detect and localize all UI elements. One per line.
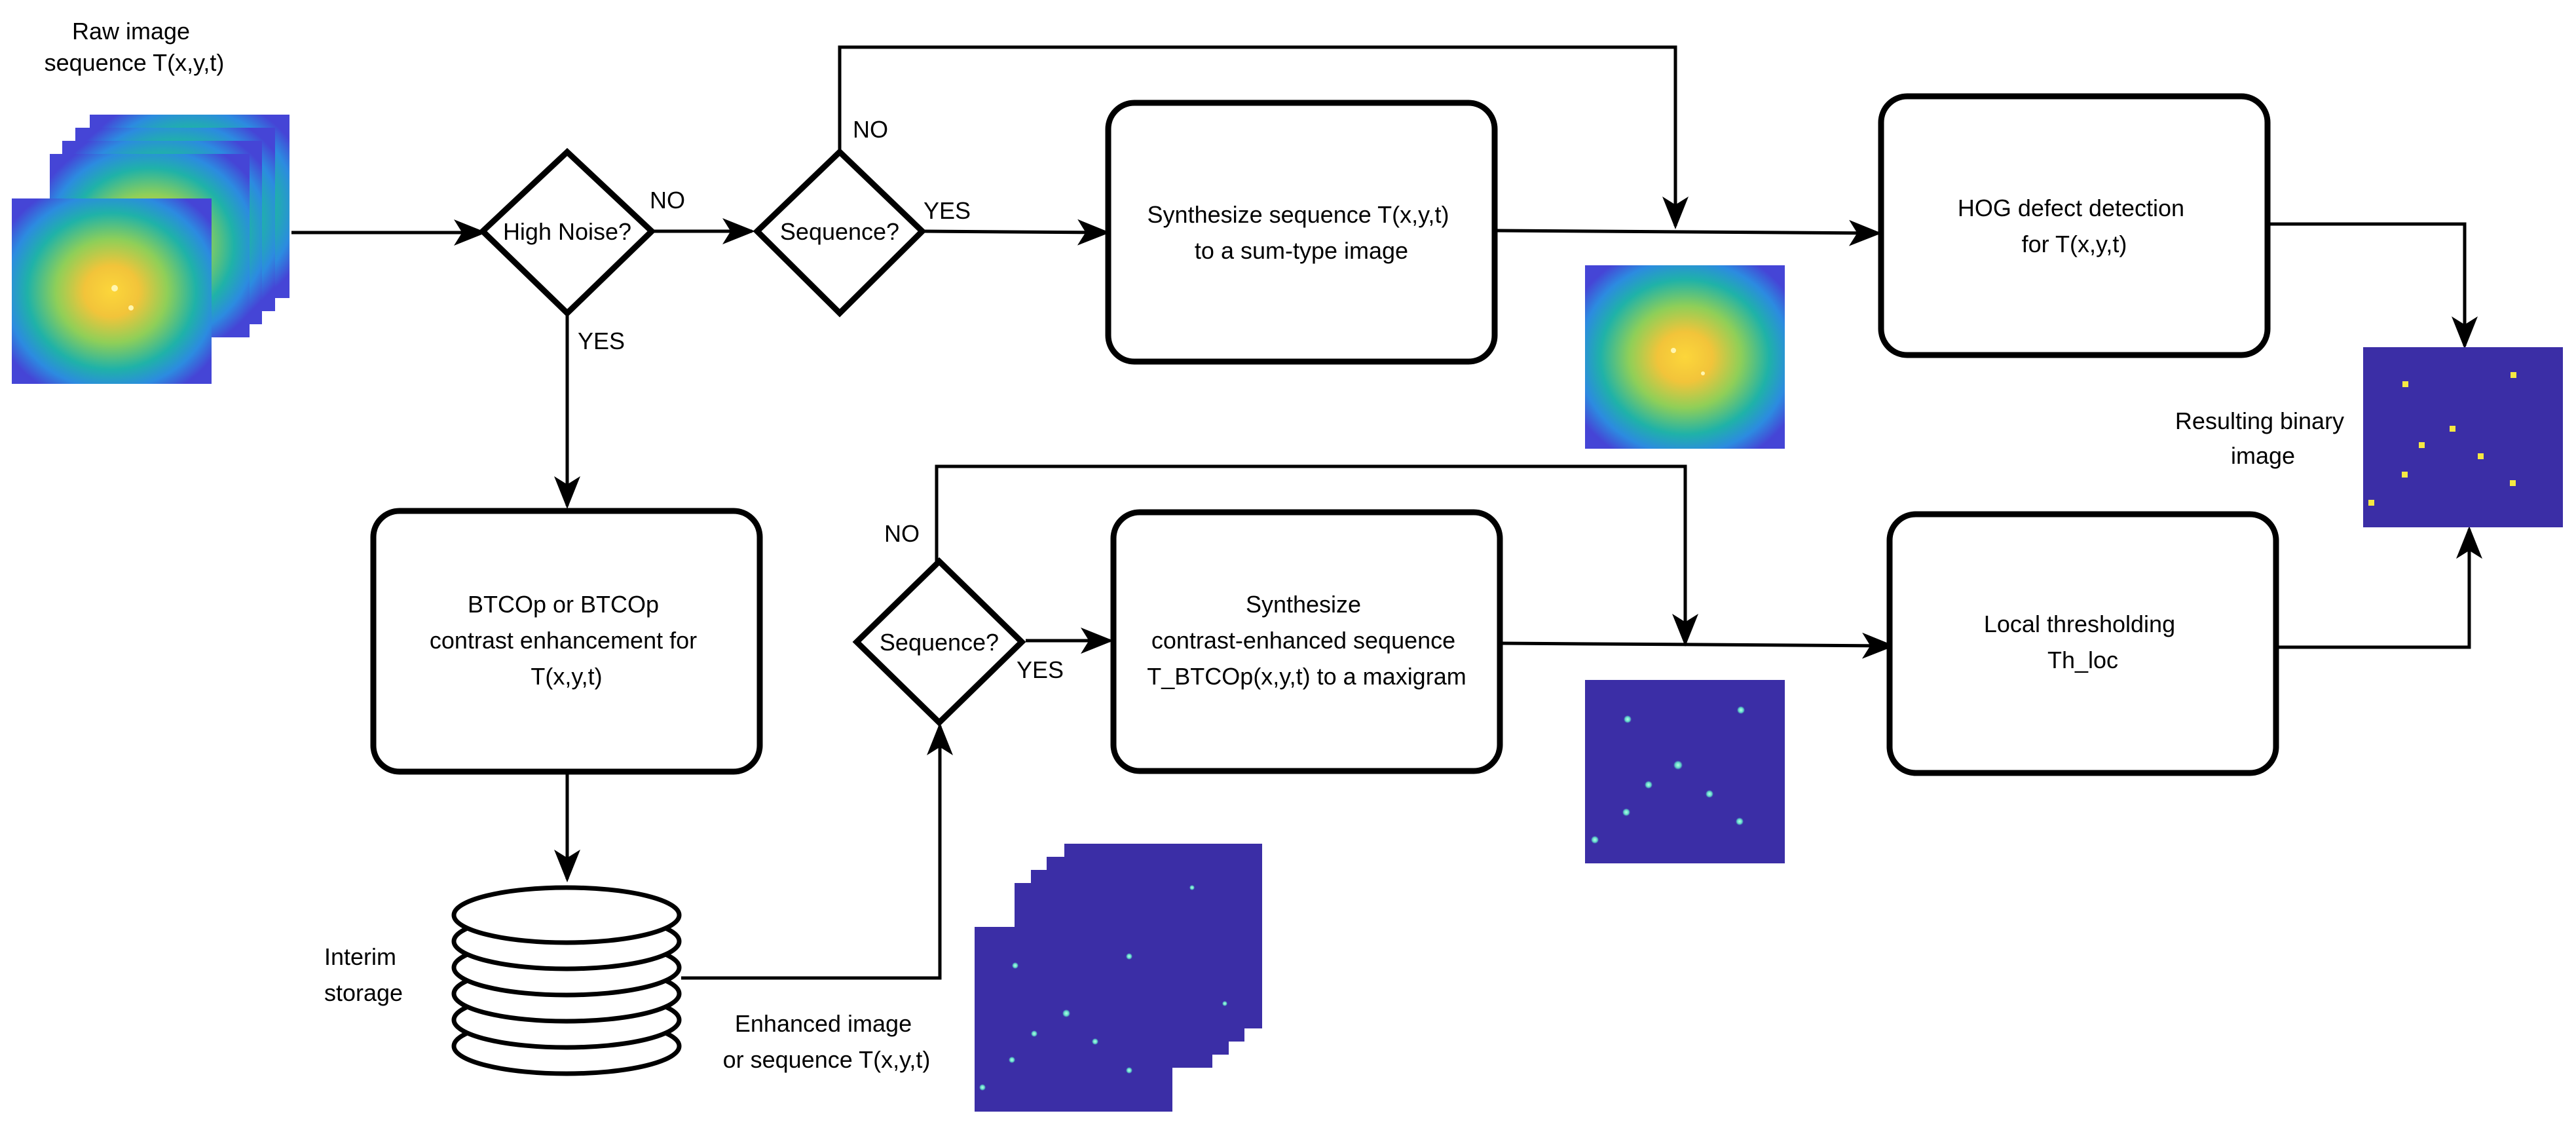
sum-type-image <box>1585 265 1785 449</box>
edge-sequence-bottom-no-bypass <box>935 464 1698 647</box>
result-binary-image <box>2363 347 2563 527</box>
synthesize-maxigram-box <box>1110 509 1503 774</box>
high-noise-no-label: NO <box>650 187 685 214</box>
high-noise-label: High Noise? <box>503 218 631 245</box>
high-noise-diamond <box>478 147 656 318</box>
edge-threshold-to-result <box>2277 526 2482 649</box>
synthesize-maxigram-label: Synthesize contrast-enhanced sequence T_… <box>1147 591 1466 690</box>
sequence-bottom-no-label: NO <box>884 520 920 547</box>
sequence-top-yes-label: YES <box>924 197 971 224</box>
edge-sequence-yes <box>922 219 1110 246</box>
edges <box>291 45 2482 980</box>
raw-image-label: Raw image sequence T(x,y,t) <box>45 18 225 76</box>
sequence-top-diamond <box>753 147 927 318</box>
maxigram-image <box>1585 680 1785 863</box>
edge-storage-to-sequence <box>681 723 953 980</box>
synthesize-sum-label: Synthesize sequence T(x,y,t) to a sum-ty… <box>1148 201 1456 264</box>
sequence-top-label: Sequence? <box>780 218 899 245</box>
high-noise-yes-label: YES <box>578 328 625 354</box>
interim-storage-icon <box>451 885 682 1076</box>
sequence-bottom-label: Sequence? <box>880 629 999 656</box>
result-label: Resulting binary image <box>2175 407 2351 469</box>
edge-sum-to-hog <box>1495 219 1882 246</box>
enhanced-image-stack <box>975 844 1262 1112</box>
synthesize-sum-box <box>1105 100 1498 365</box>
local-threshold-label: Local thresholding Th_loc <box>1984 611 2182 673</box>
raw-frame <box>12 198 212 384</box>
enhanced-label: Enhanced image or sequence T(x,y,t) <box>723 1010 931 1073</box>
edge-hog-to-result <box>2268 222 2478 349</box>
sequence-top-no-label: NO <box>853 116 888 143</box>
hog-detection-box <box>1878 93 2271 358</box>
edge-maxigram-to-threshold <box>1499 632 1895 659</box>
sequence-bottom-yes-label: YES <box>1017 656 1064 683</box>
hog-detection-label: HOG defect detection for T(x,y,t) <box>1958 195 2191 257</box>
raw-image-stack <box>12 115 289 384</box>
local-threshold-box <box>1886 511 2279 776</box>
btcop-box <box>370 508 763 775</box>
sequence-bottom-diamond <box>852 557 1026 727</box>
interim-storage-label: Interim storage <box>324 943 403 1006</box>
btcop-label: BTCOp or BTCOp contrast enhancement for … <box>430 591 703 690</box>
edge-sequence-no-bypass <box>838 45 1689 229</box>
